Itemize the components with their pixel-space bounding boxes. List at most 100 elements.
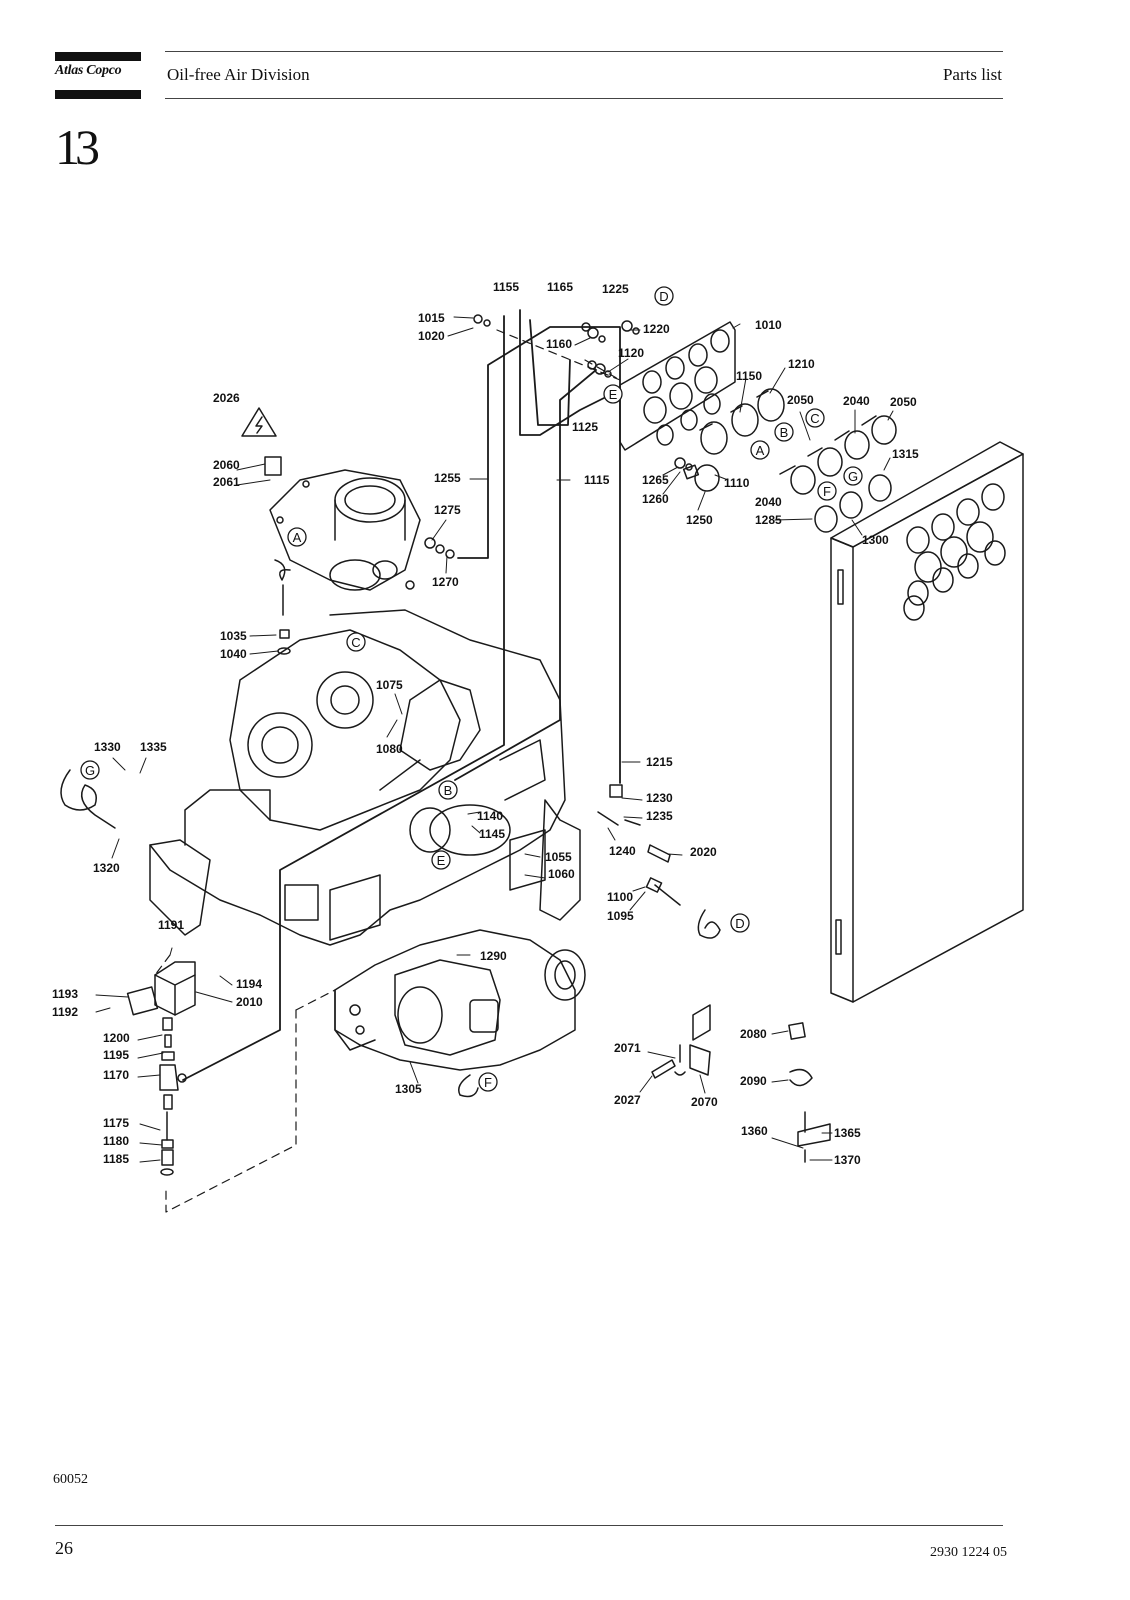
part-label: 1010	[755, 318, 782, 332]
part-label: 1015	[418, 311, 445, 325]
part-label: 2050	[890, 395, 917, 409]
panel-gauge-holes	[903, 483, 1006, 621]
solenoid-coil	[264, 456, 282, 476]
part-label: 1320	[93, 861, 120, 875]
logo-bar-top	[55, 52, 141, 61]
valve-assembly	[269, 469, 421, 591]
callout-f-coil	[478, 1072, 498, 1092]
callout-g-coil	[80, 760, 100, 780]
callout-letter: E	[437, 853, 446, 868]
callout-c-gauge	[805, 408, 825, 428]
part-label: 1275	[434, 503, 461, 517]
part-label: 1285	[755, 513, 782, 527]
callout-letter: G	[85, 763, 95, 778]
header-rule-top	[165, 51, 1003, 52]
callout-d-coil	[730, 913, 750, 933]
callout-b-block	[438, 780, 458, 800]
part-label: 1115	[584, 473, 610, 487]
part-label: 1060	[548, 867, 575, 881]
section-number: 13	[55, 119, 100, 175]
part-label: 1035	[220, 629, 247, 643]
drawing-art	[60, 309, 1024, 1213]
coil-g	[60, 769, 116, 829]
gauge-plate	[619, 321, 736, 451]
part-label: 1225	[602, 282, 629, 296]
part-label: 2040	[843, 394, 870, 408]
page-number: 26	[55, 1538, 73, 1558]
callout-letter: B	[444, 783, 453, 798]
lower-assembly	[334, 929, 586, 1071]
part-label: 1192	[52, 1005, 78, 1019]
part-label: 1230	[646, 791, 673, 805]
callout-c-block	[346, 632, 366, 652]
part-label: 1250	[686, 513, 713, 527]
panel-slot-top	[837, 569, 844, 605]
dashed-guides	[154, 329, 621, 1213]
callout-letter: F	[484, 1075, 492, 1090]
part-label: 2050	[787, 393, 814, 407]
callout-f-gauge	[817, 481, 837, 501]
part-label: 1110	[724, 476, 750, 490]
part-label: 1155	[493, 280, 519, 294]
part-label: 1265	[642, 473, 669, 487]
part-label: 1240	[609, 844, 636, 858]
part-label: 1210	[788, 357, 815, 371]
part-label: 1150	[736, 369, 762, 383]
division-title: Oil-free Air Division	[167, 65, 310, 84]
callout-letter: G	[848, 469, 858, 484]
part-label: 2070	[691, 1095, 718, 1109]
part-label: 1140	[477, 809, 503, 823]
part-label: 1260	[642, 492, 669, 506]
part-label: 1194	[236, 977, 262, 991]
document-number: 2930 1224 05	[930, 1545, 1007, 1560]
callout-letter: C	[351, 635, 360, 650]
part-label: 1191	[158, 918, 184, 932]
part-label: 1370	[834, 1153, 861, 1167]
part-label: 1200	[103, 1031, 130, 1045]
part-label: 1075	[376, 678, 403, 692]
compressor-block	[149, 609, 581, 946]
part-label: 2027	[614, 1093, 641, 1107]
part-label: 1180	[103, 1134, 129, 1148]
callout-letter: D	[735, 916, 744, 931]
part-label: 1215	[646, 755, 673, 769]
part-label: 1095	[607, 909, 634, 923]
part-label: 2080	[740, 1027, 767, 1041]
callout-letter: D	[659, 289, 668, 304]
footer-rule	[55, 1525, 1003, 1526]
warning-triangle-icon	[241, 407, 277, 437]
part-label: 1365	[834, 1126, 861, 1140]
panel-side-edge	[830, 537, 854, 1003]
callout-letter: F	[823, 484, 831, 499]
part-label: 1195	[103, 1048, 129, 1062]
callout-g-gauge	[843, 466, 863, 486]
part-label: 1255	[434, 471, 461, 485]
callout-e-block	[431, 850, 451, 870]
part-label: 2010	[236, 995, 263, 1009]
callout-e-plate	[603, 384, 623, 404]
panel-face	[852, 453, 1024, 1003]
leader-lines	[95, 316, 894, 1163]
part-label: 1020	[418, 329, 445, 343]
header-rule-bottom	[165, 98, 1003, 99]
part-label: 2060	[213, 458, 240, 472]
part-label: 1220	[643, 322, 670, 336]
part-label: 1185	[103, 1152, 129, 1166]
callout-d-top	[654, 286, 674, 306]
coil-d	[697, 909, 721, 939]
callout-letter: A	[756, 443, 765, 458]
part-label: 1335	[140, 740, 167, 754]
coil-f	[458, 1074, 479, 1098]
logo-bar-bottom	[55, 90, 141, 99]
part-label: 1120	[618, 346, 644, 360]
part-label: 2020	[690, 845, 717, 859]
part-label: 2090	[740, 1074, 767, 1088]
part-label: 1305	[395, 1082, 422, 1096]
callout-letter: B	[780, 425, 789, 440]
part-label: 1290	[480, 949, 507, 963]
part-label: 1360	[741, 1124, 768, 1138]
